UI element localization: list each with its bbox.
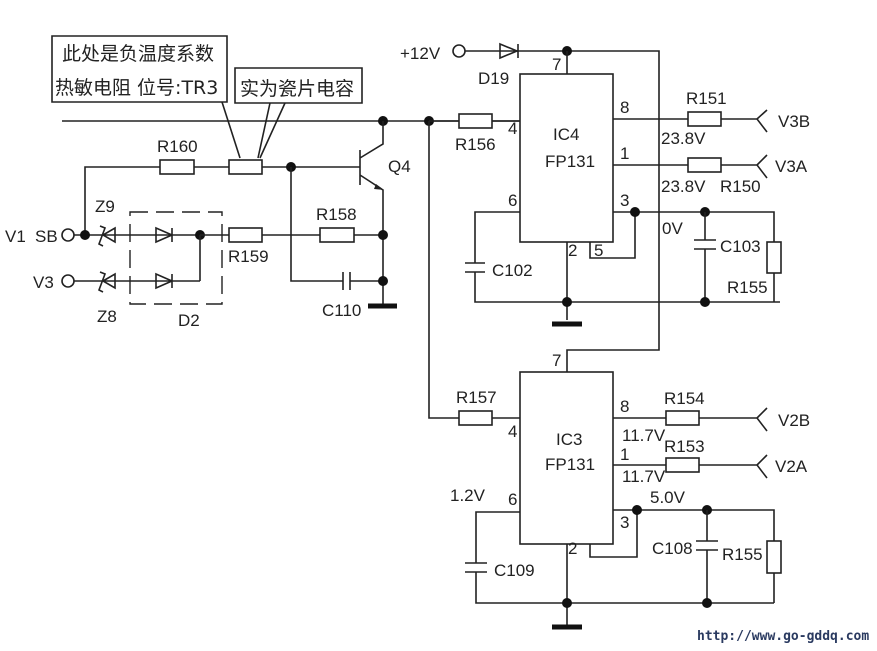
pin-label: 1 [620, 445, 629, 464]
pin-label: 2 [568, 539, 577, 558]
ic-IC4 [519, 73, 614, 243]
cap-note: 实为瓷片电容 [234, 67, 363, 159]
resistor-R159 [228, 227, 263, 243]
label-Z8: Z8 [97, 307, 117, 326]
voltage-ic3-pin8: 11.7V [622, 426, 666, 445]
pin-label: 1 [620, 144, 629, 163]
resistor-R156 [458, 113, 493, 129]
pin-label: 7 [552, 351, 561, 370]
pin-label: 8 [620, 397, 629, 416]
pin-label: 4 [508, 422, 517, 441]
resistor-R155-top [766, 241, 782, 274]
label-C103: C103 [720, 237, 761, 256]
pin-label: 6 [508, 191, 517, 210]
label-IC3-part: FP131 [545, 455, 595, 474]
label-R153: R153 [664, 437, 705, 456]
label-IC4-part: FP131 [545, 152, 595, 171]
voltage-ic4-pin3: 0V [662, 219, 683, 238]
label-V3: V3 [33, 273, 54, 292]
resistor-R151 [687, 111, 722, 127]
ntc-note-line1: 此处是负温度系数 [62, 43, 214, 65]
pin-label: 5 [594, 241, 603, 260]
resistor-R154 [665, 410, 700, 426]
terminal-V3 [61, 274, 75, 288]
port-V2A: V2A [775, 457, 808, 476]
ntc-note-line2: 热敏电阻 位号:TR3 [55, 77, 218, 99]
pin-label: 3 [620, 513, 629, 532]
label-R155-bottom: R155 [722, 545, 763, 564]
pin-label: 4 [508, 119, 517, 138]
zener-Z8: Z8 [97, 271, 117, 326]
diode-D19 [499, 42, 520, 60]
label-R154: R154 [664, 389, 705, 408]
pin-label: 6 [508, 490, 517, 509]
voltage-ic3-pin6: 1.2V [450, 486, 486, 505]
port-V2B: V2B [778, 411, 810, 430]
pin-label: 7 [552, 55, 561, 74]
label-Z9: Z9 [95, 197, 115, 216]
voltage-ic4-pin8: 23.8V [661, 129, 706, 148]
pin-label: 2 [568, 241, 577, 260]
label-R156: R156 [455, 135, 496, 154]
port-V3A: V3A [775, 157, 808, 176]
resistor-R155-bottom [766, 540, 782, 574]
voltage-ic4-pin1: 23.8V [661, 177, 706, 196]
resistor-R158 [319, 227, 355, 243]
label-D2: D2 [178, 311, 200, 330]
resistor-R160 [159, 159, 195, 175]
label-R158: R158 [316, 205, 357, 224]
voltage-ic3-pin1: 11.7V [622, 467, 666, 486]
ntc-note: 此处是负温度系数 热敏电阻 位号:TR3 [51, 35, 241, 159]
label-R151: R151 [686, 89, 727, 108]
transistor-Q4: Q4 [359, 121, 411, 304]
label-R160: R160 [157, 137, 198, 156]
label-R150: R150 [720, 177, 761, 196]
zener-Z9: Z9 [95, 197, 116, 247]
pin-label: 3 [620, 191, 629, 210]
label-C110: C110 [322, 301, 361, 320]
label-Q4: Q4 [388, 157, 411, 176]
resistor-R157 [458, 410, 493, 426]
label-D19: D19 [478, 69, 509, 88]
label-C109: C109 [494, 561, 535, 580]
voltage-ic3-pin3: 5.0V [650, 488, 686, 507]
watermark-url: http://www.go-gddq.com [697, 629, 869, 644]
ic-IC3 [519, 371, 614, 545]
label-C102: C102 [492, 261, 533, 280]
diode-pack-D2 [129, 211, 223, 305]
label-R157: R157 [456, 388, 497, 407]
label-R159: R159 [228, 247, 269, 266]
label-C108: C108 [652, 539, 693, 558]
label-V1: V1 [5, 227, 26, 246]
pin-label: 8 [620, 98, 629, 117]
label-R155-top: R155 [727, 278, 768, 297]
terminal-SB [61, 228, 75, 242]
cap-note-text: 实为瓷片电容 [240, 78, 354, 100]
port-V3B: V3B [778, 112, 810, 131]
label-IC4: IC4 [553, 125, 579, 144]
resistor-R150 [687, 157, 722, 173]
label-IC3: IC3 [556, 430, 582, 449]
label-plus12v: +12V [400, 44, 441, 63]
thermistor-TR3 [228, 159, 263, 175]
resistor-R153 [665, 457, 700, 473]
label-SB: SB [35, 227, 58, 246]
terminal-plus12v [452, 44, 466, 58]
